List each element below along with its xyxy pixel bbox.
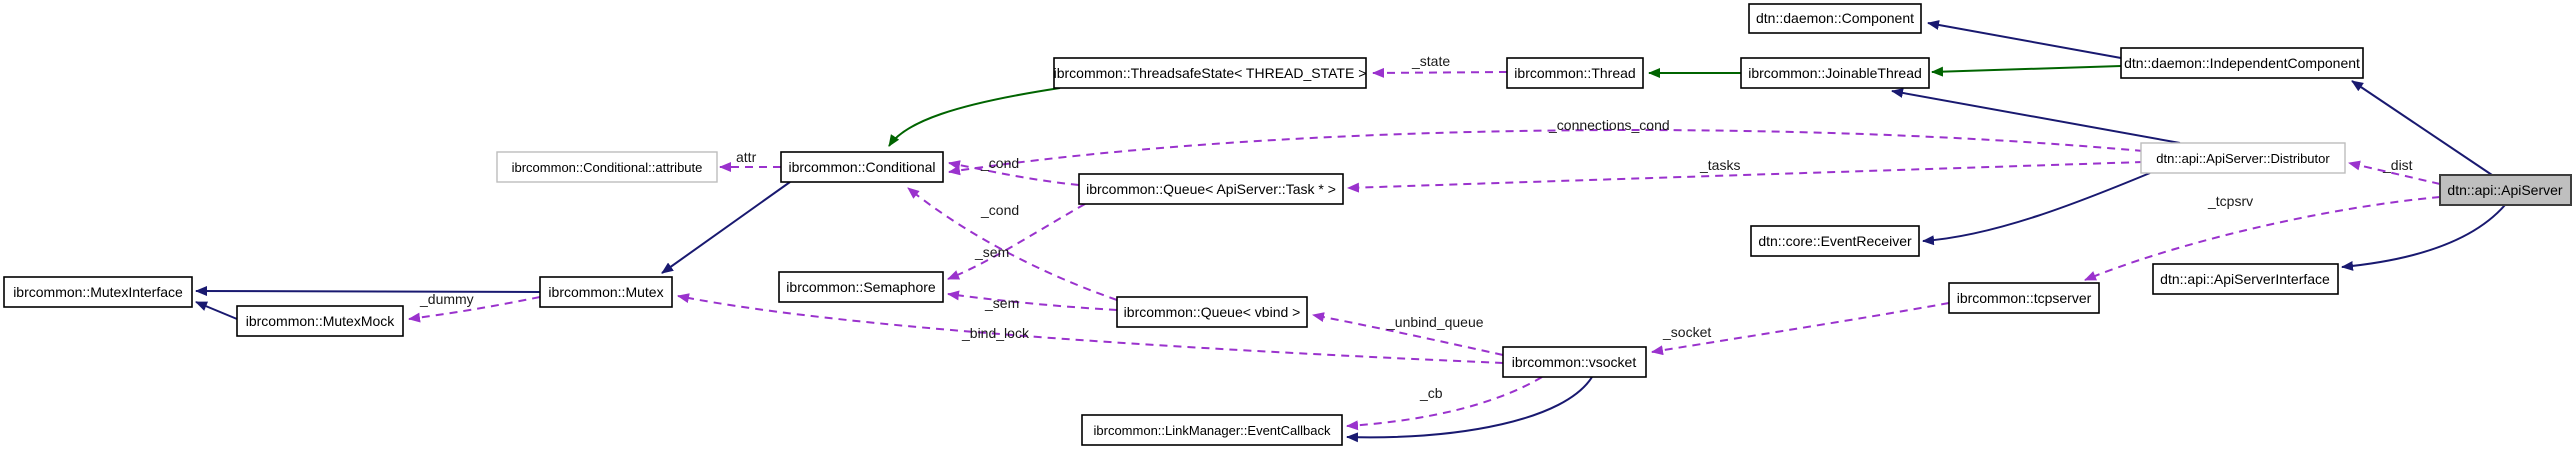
edge-conditional-to-mutex — [661, 181, 791, 274]
node-ibrcommon-mutexmock[interactable]: ibrcommon::MutexMock — [236, 305, 404, 337]
node-ibrcommon-queue-vbind[interactable]: ibrcommon::Queue< vbind > — [1116, 296, 1308, 328]
edge-thread-to-threadsafestate-state — [1372, 67, 1508, 78]
node-ibrcommon-linkmanager-eventcallback[interactable]: ibrcommon::LinkManager::EventCallback — [1081, 414, 1343, 446]
svg-text:ibrcommon::MutexMock: ibrcommon::MutexMock — [246, 313, 396, 329]
edge-vsocket-to-mutex-bind-lock — [677, 293, 1504, 364]
node-ibrcommon-vsocket[interactable]: ibrcommon::vsocket — [1502, 346, 1647, 378]
node-dtn-core-eventreceiver[interactable]: dtn::core::EventReceiver — [1750, 225, 1920, 257]
edge-label-sem-upper: _sem — [974, 244, 1009, 260]
svg-text:ibrcommon::Queue< ApiServer::T: ibrcommon::Queue< ApiServer::Task * > — [1086, 181, 1336, 197]
svg-text:dtn::api::ApiServerInterface: dtn::api::ApiServerInterface — [2160, 271, 2330, 287]
svg-text:dtn::daemon::Component: dtn::daemon::Component — [1756, 10, 1914, 26]
node-ibrcommon-conditional[interactable]: ibrcommon::Conditional — [780, 151, 944, 183]
edge-label-dummy: _dummy — [419, 291, 474, 307]
svg-text:ibrcommon::Mutex: ibrcommon::Mutex — [548, 284, 663, 300]
svg-text:ibrcommon::vsocket: ibrcommon::vsocket — [1512, 354, 1637, 370]
edge-label-dist: _dist — [2382, 157, 2413, 173]
edge-queue-vbind-to-conditional-cond — [907, 187, 1118, 301]
edge-apiserver-to-independentcomponent — [2351, 80, 2493, 176]
edge-label-bind-lock: _bind_lock — [961, 325, 1030, 341]
svg-text:ibrcommon::Conditional: ibrcommon::Conditional — [788, 159, 935, 175]
edge-distributor-to-eventreceiver — [1922, 172, 2151, 246]
node-ibrcommon-thread[interactable]: ibrcommon::Thread — [1506, 57, 1644, 89]
node-ibrcommon-threadsafestate[interactable]: ibrcommon::ThreadsafeState< THREAD_STATE… — [1053, 57, 1367, 89]
edge-label-connections-cond: _connections_cond — [1548, 117, 1670, 133]
node-dtn-api-apiserverinterface[interactable]: dtn::api::ApiServerInterface — [2152, 263, 2339, 295]
svg-text:ibrcommon::Queue< vbind >: ibrcommon::Queue< vbind > — [1124, 304, 1301, 320]
svg-text:ibrcommon::Semaphore: ibrcommon::Semaphore — [786, 279, 936, 295]
edge-label-cond-lower: _cond — [980, 202, 1019, 218]
svg-text:ibrcommon::MutexInterface: ibrcommon::MutexInterface — [13, 284, 183, 300]
edge-label-tasks: _tasks — [1699, 157, 1740, 173]
edge-label-cb: _cb — [1419, 385, 1443, 401]
edge-vsocket-to-queue-vbind-unbind-queue — [1312, 312, 1504, 356]
node-ibrcommon-queue-apiserver-task[interactable]: ibrcommon::Queue< ApiServer::Task * > — [1078, 173, 1344, 205]
edge-mutex-to-mutexmock-dummy — [408, 296, 541, 323]
svg-text:ibrcommon::Conditional::attrib: ibrcommon::Conditional::attribute — [512, 160, 703, 175]
edge-apiserver-to-apiserverinterface — [2341, 204, 2506, 271]
node-dtn-api-apiserver-distributor[interactable]: dtn::api::ApiServer::Distributor — [2140, 142, 2346, 174]
svg-text:dtn::api::ApiServer::Distribut: dtn::api::ApiServer::Distributor — [2156, 151, 2330, 166]
svg-text:ibrcommon::Thread: ibrcommon::Thread — [1514, 65, 1635, 81]
svg-text:ibrcommon::JoinableThread: ibrcommon::JoinableThread — [1748, 65, 1922, 81]
node-ibrcommon-semaphore[interactable]: ibrcommon::Semaphore — [778, 271, 944, 303]
edge-apiserver-to-tcpserver-tcpsrv — [2084, 196, 2441, 281]
edge-independentcomponent-to-component — [1927, 20, 2122, 59]
edge-threadsafestate-to-conditional — [888, 87, 1061, 147]
edge-label-sem-lower: _sem — [984, 295, 1019, 311]
svg-text:dtn::api::ApiServer: dtn::api::ApiServer — [2447, 182, 2563, 198]
edge-distributor-to-queue-task-tasks — [1347, 161, 2144, 193]
node-ibrcommon-mutex[interactable]: ibrcommon::Mutex — [539, 276, 673, 308]
edge-label-unbind-queue: _unbind_queue — [1386, 314, 1484, 330]
edge-tcpserver-to-vsocket-socket — [1651, 302, 1950, 356]
edge-label-socket: _socket — [1662, 324, 1711, 340]
node-ibrcommon-conditional-attribute[interactable]: ibrcommon::Conditional::attribute — [496, 151, 718, 183]
edge-queue-task-to-conditional-cond — [948, 160, 1080, 186]
node-dtn-api-apiserver[interactable]: dtn::api::ApiServer — [2439, 174, 2572, 206]
edge-label-tcpsrv: _tcpsrv — [2207, 193, 2253, 209]
edge-distributor-to-conditional-connections-cond — [948, 129, 2144, 176]
edge-label-attr: attr — [736, 149, 757, 165]
node-ibrcommon-mutexinterface[interactable]: ibrcommon::MutexInterface — [3, 276, 193, 308]
node-ibrcommon-joinablethread[interactable]: ibrcommon::JoinableThread — [1740, 57, 1930, 89]
edge-mutex-to-mutexinterface — [195, 286, 541, 297]
svg-text:ibrcommon::LinkManager::EventC: ibrcommon::LinkManager::EventCallback — [1094, 423, 1331, 438]
edge-vsocket-to-eventcallback-cb — [1346, 376, 1543, 431]
svg-text:dtn::daemon::IndependentCompon: dtn::daemon::IndependentComponent — [2124, 55, 2360, 71]
node-dtn-daemon-component[interactable]: dtn::daemon::Component — [1748, 3, 1922, 34]
svg-text:dtn::core::EventReceiver: dtn::core::EventReceiver — [1758, 233, 1912, 249]
edge-independentcomponent-to-joinablethread — [1931, 65, 2122, 77]
svg-text:ibrcommon::tcpserver: ibrcommon::tcpserver — [1957, 290, 2092, 306]
edge-vsocket-to-eventcallback — [1346, 376, 1593, 443]
node-ibrcommon-tcpserver[interactable]: ibrcommon::tcpserver — [1948, 282, 2100, 314]
edge-apiserver-to-distributor-dist — [2348, 160, 2441, 185]
edge-label-cond-upper: _cond — [980, 155, 1019, 171]
edge-queue-task-to-semaphore-sem — [947, 203, 1086, 280]
svg-text:ibrcommon::ThreadsafeState< TH: ibrcommon::ThreadsafeState< THREAD_STATE… — [1054, 65, 1367, 81]
edge-mutexmock-to-mutexinterface — [195, 301, 238, 320]
edge-distributor-to-joinablethread — [1891, 88, 2181, 144]
edge-label-state: _state — [1411, 53, 1450, 69]
node-dtn-daemon-independentcomponent[interactable]: dtn::daemon::IndependentComponent — [2120, 47, 2364, 79]
edge-queue-vbind-to-semaphore-sem — [947, 290, 1118, 311]
